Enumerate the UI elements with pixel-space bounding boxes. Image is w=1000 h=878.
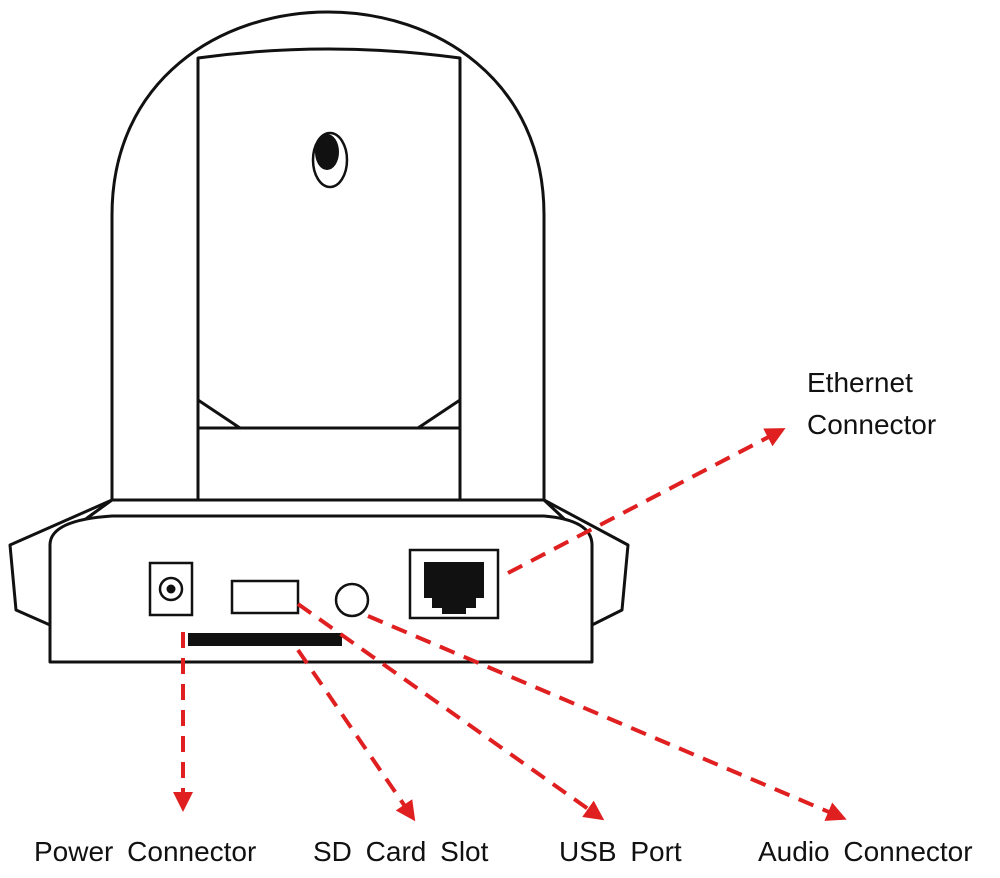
camera-head xyxy=(110,10,546,505)
callout-arrows xyxy=(173,428,847,822)
camera-front-panel xyxy=(196,47,462,505)
sd-slot-icon xyxy=(188,633,342,646)
label-power-connector: Power Connector xyxy=(34,836,257,867)
audio-jack-icon xyxy=(334,582,370,618)
label-ethernet-line1: Ethernet xyxy=(807,367,913,398)
usb-port-icon xyxy=(230,579,300,615)
camera-lens-icon xyxy=(311,131,349,189)
arrow-usb xyxy=(296,602,605,821)
rj45-port-icon xyxy=(408,548,500,620)
camera-chin-right xyxy=(417,398,461,430)
camera-dome-outline xyxy=(110,10,546,502)
label-usb-port: USB Port xyxy=(559,836,682,867)
label-ethernet-line2: Connector xyxy=(807,409,937,440)
arrow-sd xyxy=(296,648,416,822)
label-sd-card-slot: SD Card Slot xyxy=(313,836,489,867)
label-audio-connector: Audio Connector xyxy=(758,836,973,867)
camera-chin-left xyxy=(197,398,241,430)
arrow-audio xyxy=(367,614,847,821)
dc-jack-icon xyxy=(148,561,194,617)
label-ethernet-connector: Ethernet Connector xyxy=(807,362,936,446)
